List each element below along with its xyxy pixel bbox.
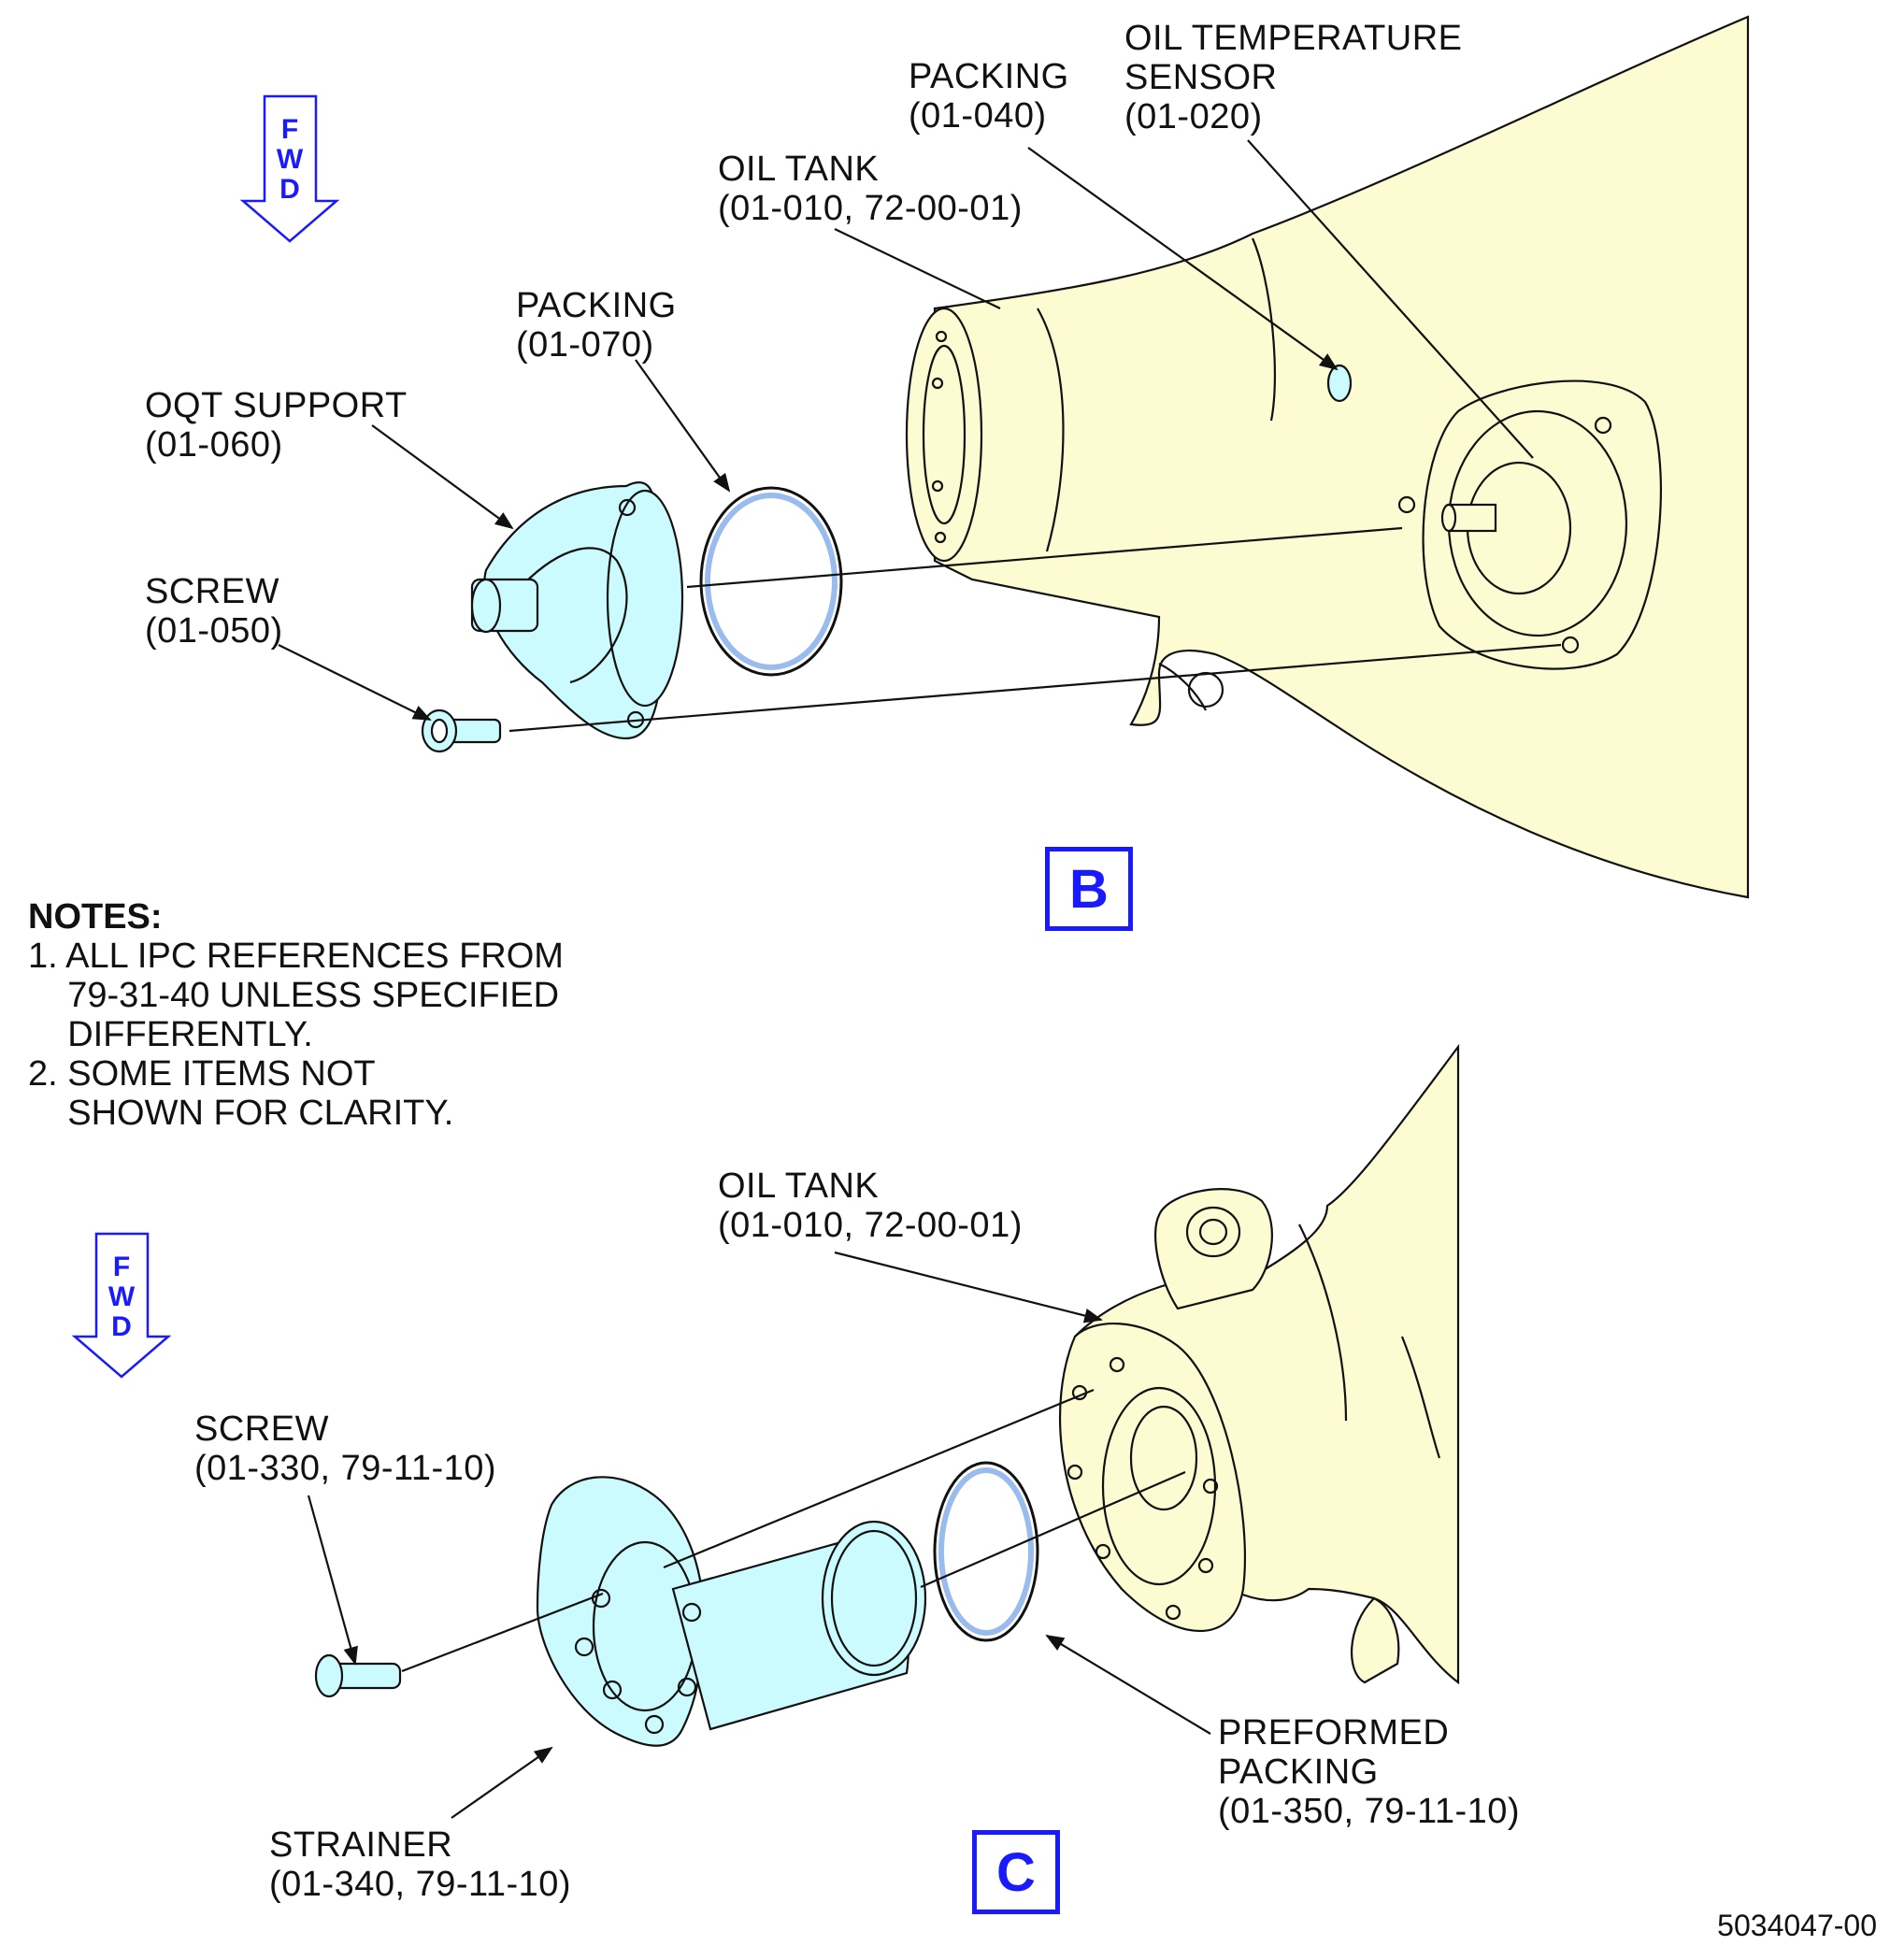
fwd-letter-w: W [108,1281,136,1312]
label-packing-01-070: PACKING (01-070) [516,286,677,365]
fwd-letter-d: D [111,1311,132,1342]
label-strainer: STRAINER (01-340, 79-11-10) [269,1825,572,1904]
fwd-letter-f: F [281,114,298,145]
label-oil-tank-c: OIL TANK (01-010, 72-00-01) [718,1166,1023,1245]
view-b-leaders [278,139,1534,721]
label-packing-01-040: PACKING (01-040) [909,57,1069,136]
note-2: 2. SOME ITEMS NOT SHOWN FOR CLARITY. [28,1054,454,1133]
view-c-leaders [307,1251,1211,1819]
fwd-arrow-b: F W D [239,94,340,243]
view-label-b: B [1045,847,1133,931]
view-c-illustration [314,1043,1460,1747]
fwd-letter-d: D [279,174,300,205]
label-preformed-packing: PREFORMED PACKING (01-350, 79-11-10) [1218,1713,1521,1831]
fwd-arrow-c: F W D [71,1232,172,1379]
fwd-letter-f: F [113,1252,130,1282]
label-oil-tank-b: OIL TANK (01-010, 72-00-01) [718,150,1023,228]
view-b-illustration [421,15,1750,899]
label-oqt-support: OQT SUPPORT (01-060) [145,386,408,465]
notes-heading: NOTES: [28,897,163,937]
oil-tank-body-b [933,15,1750,899]
packing-01-040-part [1326,364,1353,403]
preformed-packing-part [933,1461,1039,1642]
view-label-c: C [972,1830,1060,1914]
note-1: 1. ALL IPC REFERENCES FROM 79-31-40 UNLE… [28,937,564,1054]
document-number: 5034047-00 [1717,1909,1877,1942]
fwd-letter-w: W [277,144,304,175]
label-screw-01-330: SCREW (01-330, 79-11-10) [194,1409,497,1488]
label-oil-temperature-sensor: OIL TEMPERATURE SENSOR (01-020) [1124,19,1463,136]
label-screw-01-050: SCREW (01-050) [145,572,283,651]
notes-block: NOTES: 1. ALL IPC REFERENCES FROM 79-31-… [28,897,564,1133]
